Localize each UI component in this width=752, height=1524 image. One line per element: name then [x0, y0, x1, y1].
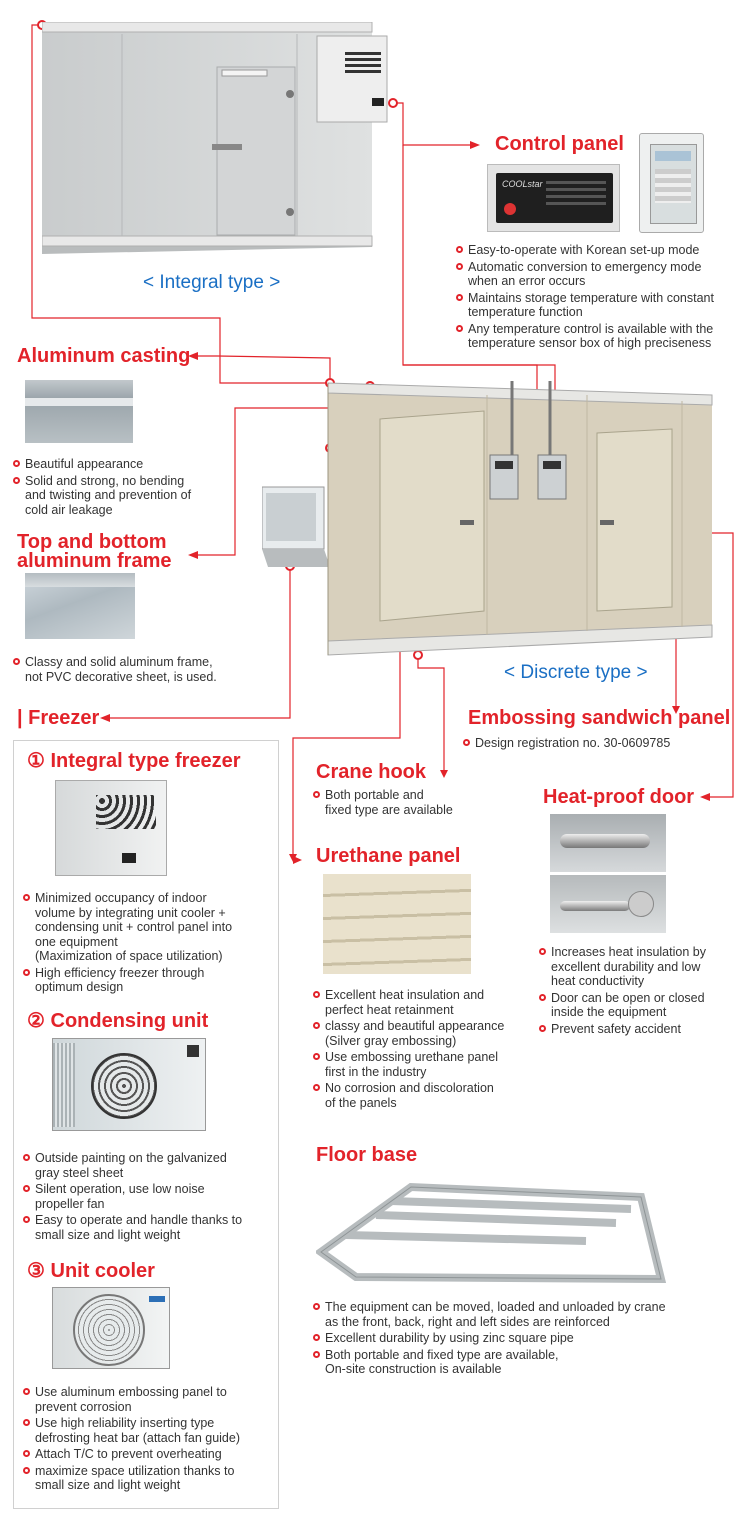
list-item: Door can be open or closed inside the eq… [539, 991, 749, 1020]
control-panel-title: Control panel [495, 133, 624, 155]
list-item: Use high reliability inserting type defr… [23, 1416, 273, 1445]
urethane-title: Urethane panel [316, 845, 461, 867]
heat-door-bullets: Increases heat insulation by excellent d… [539, 945, 749, 1038]
list-item: Any temperature control is available wit… [456, 322, 746, 351]
section-title: Unit cooler [50, 1260, 155, 1282]
freezer-section-2-title: ② Condensing unit [27, 1008, 208, 1033]
discrete-freezer-drawing [261, 381, 713, 656]
frame-title-line2: aluminum frame [17, 550, 172, 572]
urethane-panel-image [323, 874, 471, 974]
list-item: Prevent safety accident [539, 1022, 749, 1037]
list-item: Design registration no. 30-0609785 [463, 736, 743, 751]
heat-door-title: Heat-proof door [543, 786, 695, 808]
crane-hook-bullets: Both portable and fixed type are availab… [313, 788, 513, 819]
freezer-section-1-title: ① Integral type freezer [27, 748, 241, 773]
list-item: High efficiency freezer through optimum … [23, 966, 273, 995]
freezer-section-3-bullets: Use aluminum embossing panel to prevent … [23, 1385, 273, 1495]
aluminum-casting-image [25, 380, 133, 443]
section-number: ② [27, 1010, 45, 1032]
aluminum-casting-bullets: Beautiful appearance Solid and strong, n… [13, 457, 223, 519]
integral-freezer-unit-image [55, 780, 167, 876]
embossing-title: Embossing sandwich panel [468, 707, 731, 729]
list-item: Maintains storage temperature with const… [456, 291, 746, 320]
list-item: Beautiful appearance [13, 457, 223, 472]
list-item: Automatic conversion to emergency mode w… [456, 260, 746, 289]
freezer-section-3-title: ③ Unit cooler [27, 1258, 155, 1283]
section-number: ① [27, 750, 45, 772]
list-item: Excellent heat insulation and perfect he… [313, 988, 533, 1017]
floor-base-bullets: The equipment can be moved, loaded and u… [313, 1300, 733, 1379]
control-panel-bullets: Easy-to-operate with Korean set-up mode … [456, 243, 746, 353]
section-title: Condensing unit [50, 1010, 209, 1032]
list-item: classy and beautiful appearance (Silver … [313, 1019, 533, 1048]
section-number: ③ [27, 1260, 45, 1282]
list-item: Outside painting on the galvanized gray … [23, 1151, 273, 1180]
list-item: The equipment can be moved, loaded and u… [313, 1300, 733, 1329]
discrete-freezer-image [261, 375, 722, 665]
condensing-unit-image [52, 1038, 206, 1131]
controller-brand: COOLstar [502, 179, 543, 189]
list-item: Easy-to-operate with Korean set-up mode [456, 243, 746, 258]
aluminum-casting-title: Aluminum casting [17, 345, 191, 367]
list-item: maximize space utilization thanks to sma… [23, 1464, 273, 1493]
unit-cooler-image [52, 1287, 170, 1369]
integral-caption: < Integral type > [143, 272, 281, 293]
integral-freezer-image [41, 21, 392, 254]
freezer-section-1-bullets: Minimized occupancy of indoor volume by … [23, 891, 273, 997]
list-item: Attach T/C to prevent overheating [23, 1447, 273, 1462]
freezer-box [13, 740, 279, 1509]
controller-box-image [639, 133, 704, 233]
list-item: Use embossing urethane panel first in th… [313, 1050, 533, 1079]
list-item: Easy to operate and handle thanks to sma… [23, 1213, 273, 1242]
list-item: Both portable and fixed type are availab… [313, 1348, 733, 1377]
frame-bullets: Classy and solid aluminum frame, not PVC… [13, 655, 233, 686]
list-item: No corrosion and discoloration of the pa… [313, 1081, 533, 1110]
list-item: Minimized occupancy of indoor volume by … [23, 891, 273, 964]
urethane-bullets: Excellent heat insulation and perfect he… [313, 988, 533, 1112]
floor-base-image [314, 1177, 667, 1289]
list-item: Both portable and fixed type are availab… [313, 788, 513, 817]
aluminum-frame-image [25, 573, 135, 639]
list-item: Excellent durability by using zinc squar… [313, 1331, 733, 1346]
list-item: Solid and strong, no bending and twistin… [13, 474, 223, 518]
list-item: Increases heat insulation by excellent d… [539, 945, 749, 989]
list-item: Classy and solid aluminum frame, not PVC… [13, 655, 233, 684]
list-item: Use aluminum embossing panel to prevent … [23, 1385, 273, 1414]
door-handle-image-2 [550, 875, 666, 933]
discrete-caption: < Discrete type > [504, 662, 648, 683]
door-handle-image-1 [550, 814, 666, 872]
floor-base-drawing [314, 1182, 667, 1284]
section-title: Integral type freezer [50, 750, 241, 772]
floor-base-title: Floor base [316, 1144, 418, 1166]
embossing-bullets: Design registration no. 30-0609785 [463, 736, 743, 753]
list-item: Silent operation, use low noise propelle… [23, 1182, 273, 1211]
integral-freezer-drawing [41, 21, 388, 254]
crane-hook-title: Crane hook [316, 761, 427, 783]
frame-title-line1: Top and bottom [17, 531, 167, 553]
freezer-section-2-bullets: Outside painting on the galvanized gray … [23, 1151, 273, 1244]
controller-image: COOLstar [487, 164, 620, 232]
freezer-title: | Freezer [17, 707, 100, 729]
